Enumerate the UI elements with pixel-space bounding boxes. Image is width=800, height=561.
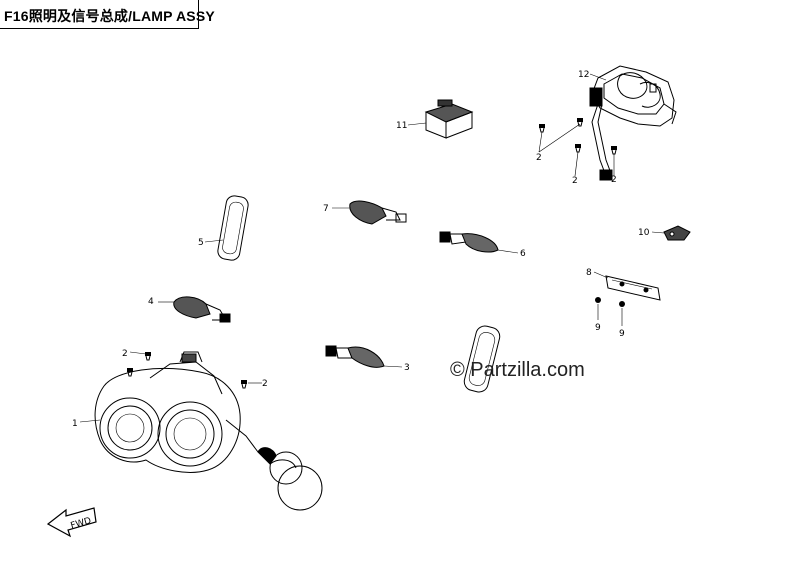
callout-8: 8 bbox=[586, 268, 592, 278]
part-9-nuts bbox=[595, 297, 625, 307]
title-box bbox=[0, 0, 199, 29]
callout-6: 6 bbox=[520, 249, 526, 259]
diagram-title: F16照明及信号总成/LAMP ASSY bbox=[4, 8, 215, 24]
part-8-plate-bracket[interactable] bbox=[605, 275, 661, 301]
callout-7: 7 bbox=[323, 204, 329, 214]
callout-12: 12 bbox=[578, 70, 589, 80]
leader-line-3 bbox=[383, 365, 403, 368]
callout-2-front-b: 2 bbox=[262, 379, 268, 389]
part-3-turn-signal[interactable] bbox=[325, 345, 385, 368]
leader-line-5 bbox=[204, 239, 224, 243]
partzilla-watermark: © Partzilla.com bbox=[450, 359, 585, 381]
part-6-turn-signal[interactable] bbox=[439, 231, 499, 253]
fwd-arrow-icon bbox=[46, 507, 97, 538]
callout-2-front-a: 2 bbox=[122, 349, 128, 359]
part-5-reflector[interactable] bbox=[217, 195, 250, 262]
part-5-reflector-right[interactable] bbox=[462, 324, 501, 394]
callout-9b: 9 bbox=[619, 329, 625, 339]
leader-lines-1-2 bbox=[79, 351, 262, 423]
callout-1: 1 bbox=[72, 419, 78, 429]
part-1-headlight-assembly[interactable] bbox=[94, 351, 323, 511]
part-11-flasher-relay[interactable] bbox=[424, 99, 474, 139]
callout-4: 4 bbox=[148, 297, 154, 307]
part-12-screws bbox=[538, 117, 618, 155]
callout-11: 11 bbox=[396, 121, 407, 131]
callout-9a: 9 bbox=[595, 323, 601, 333]
callout-3: 3 bbox=[404, 363, 410, 373]
part-10-clip[interactable] bbox=[663, 225, 691, 241]
part-7-turn-signal[interactable] bbox=[349, 200, 407, 225]
callout-10: 10 bbox=[638, 228, 650, 238]
leader-line-6 bbox=[497, 249, 519, 254]
callout-5: 5 bbox=[198, 238, 204, 248]
callout-2-rear-c: 2 bbox=[611, 175, 617, 185]
leader-line-10 bbox=[651, 231, 665, 234]
leader-line-11 bbox=[407, 122, 427, 126]
leader-lines-8-9 bbox=[593, 271, 623, 326]
leader-lines-12 bbox=[538, 73, 615, 177]
part-4-turn-signal[interactable] bbox=[173, 296, 231, 323]
callout-2-rear-a: 2 bbox=[536, 153, 542, 163]
part-12-tail-light-assembly[interactable] bbox=[589, 65, 677, 181]
callout-2-rear-b: 2 bbox=[572, 176, 578, 186]
